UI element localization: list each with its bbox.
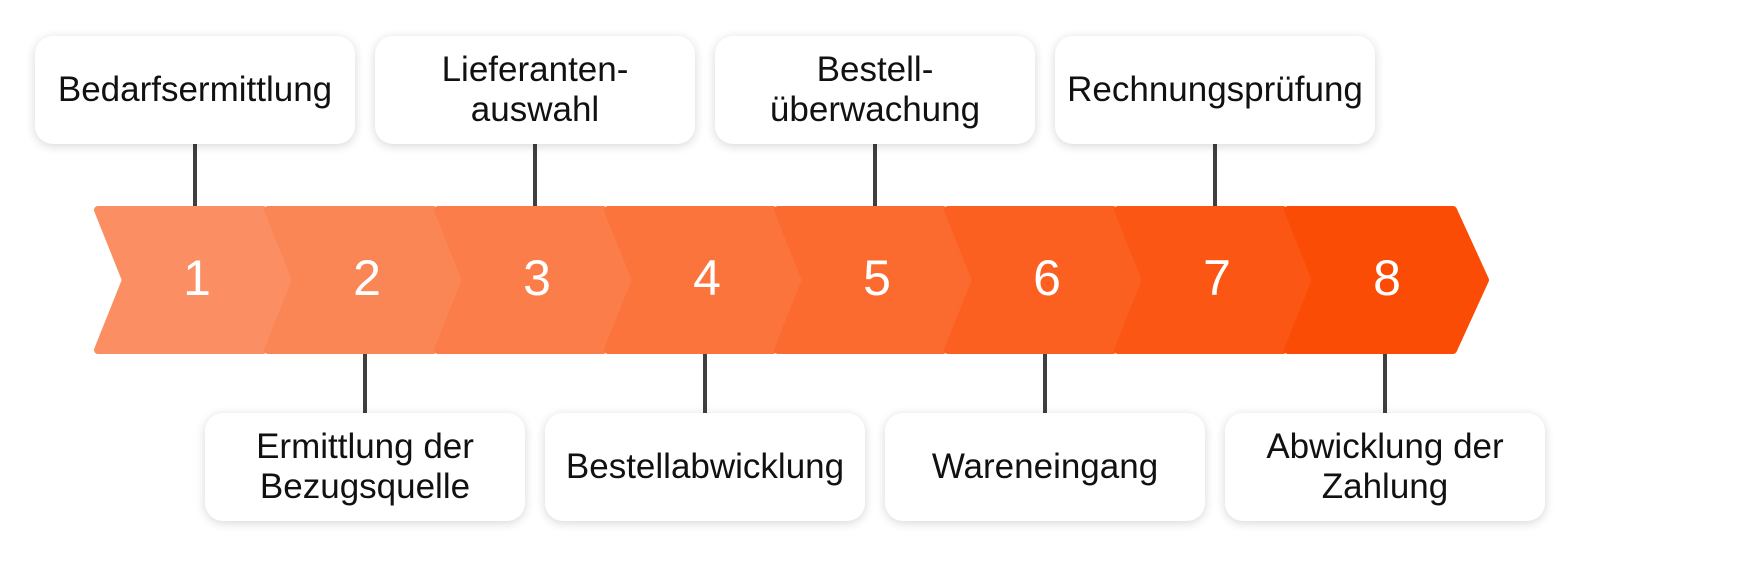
chevron-step-1 (94, 206, 299, 354)
step-label-box-2: Ermittlung der Bezugsquelle (205, 413, 525, 521)
step-number-4: 4 (693, 250, 721, 306)
step-label-box-4: Bestellabwicklung (545, 413, 865, 521)
step-label-box-8: Abwicklung der Zahlung (1225, 413, 1545, 521)
step-label-box-6: Wareneingang (885, 413, 1205, 521)
step-number-5: 5 (863, 250, 891, 306)
step-number-3: 3 (523, 250, 551, 306)
chevron-step-5 (774, 206, 979, 354)
chevron-step-7 (1114, 206, 1319, 354)
chevron-step-2 (264, 206, 469, 354)
step-number-7: 7 (1203, 250, 1231, 306)
chevron-step-6 (944, 206, 1149, 354)
step-number-8: 8 (1373, 250, 1401, 306)
chevron-step-3 (434, 206, 639, 354)
chevron-step-4 (604, 206, 809, 354)
step-number-1: 1 (183, 250, 211, 306)
step-number-2: 2 (353, 250, 381, 306)
step-label-box-3: Lieferanten- auswahl (375, 36, 695, 144)
chevron-step-8 (1284, 206, 1489, 354)
step-label-box-7: Rechnungsprüfung (1055, 36, 1375, 144)
step-number-6: 6 (1033, 250, 1061, 306)
step-label-box-5: Bestell- überwachung (715, 36, 1035, 144)
step-label-box-1: Bedarfsermittlung (35, 36, 355, 144)
